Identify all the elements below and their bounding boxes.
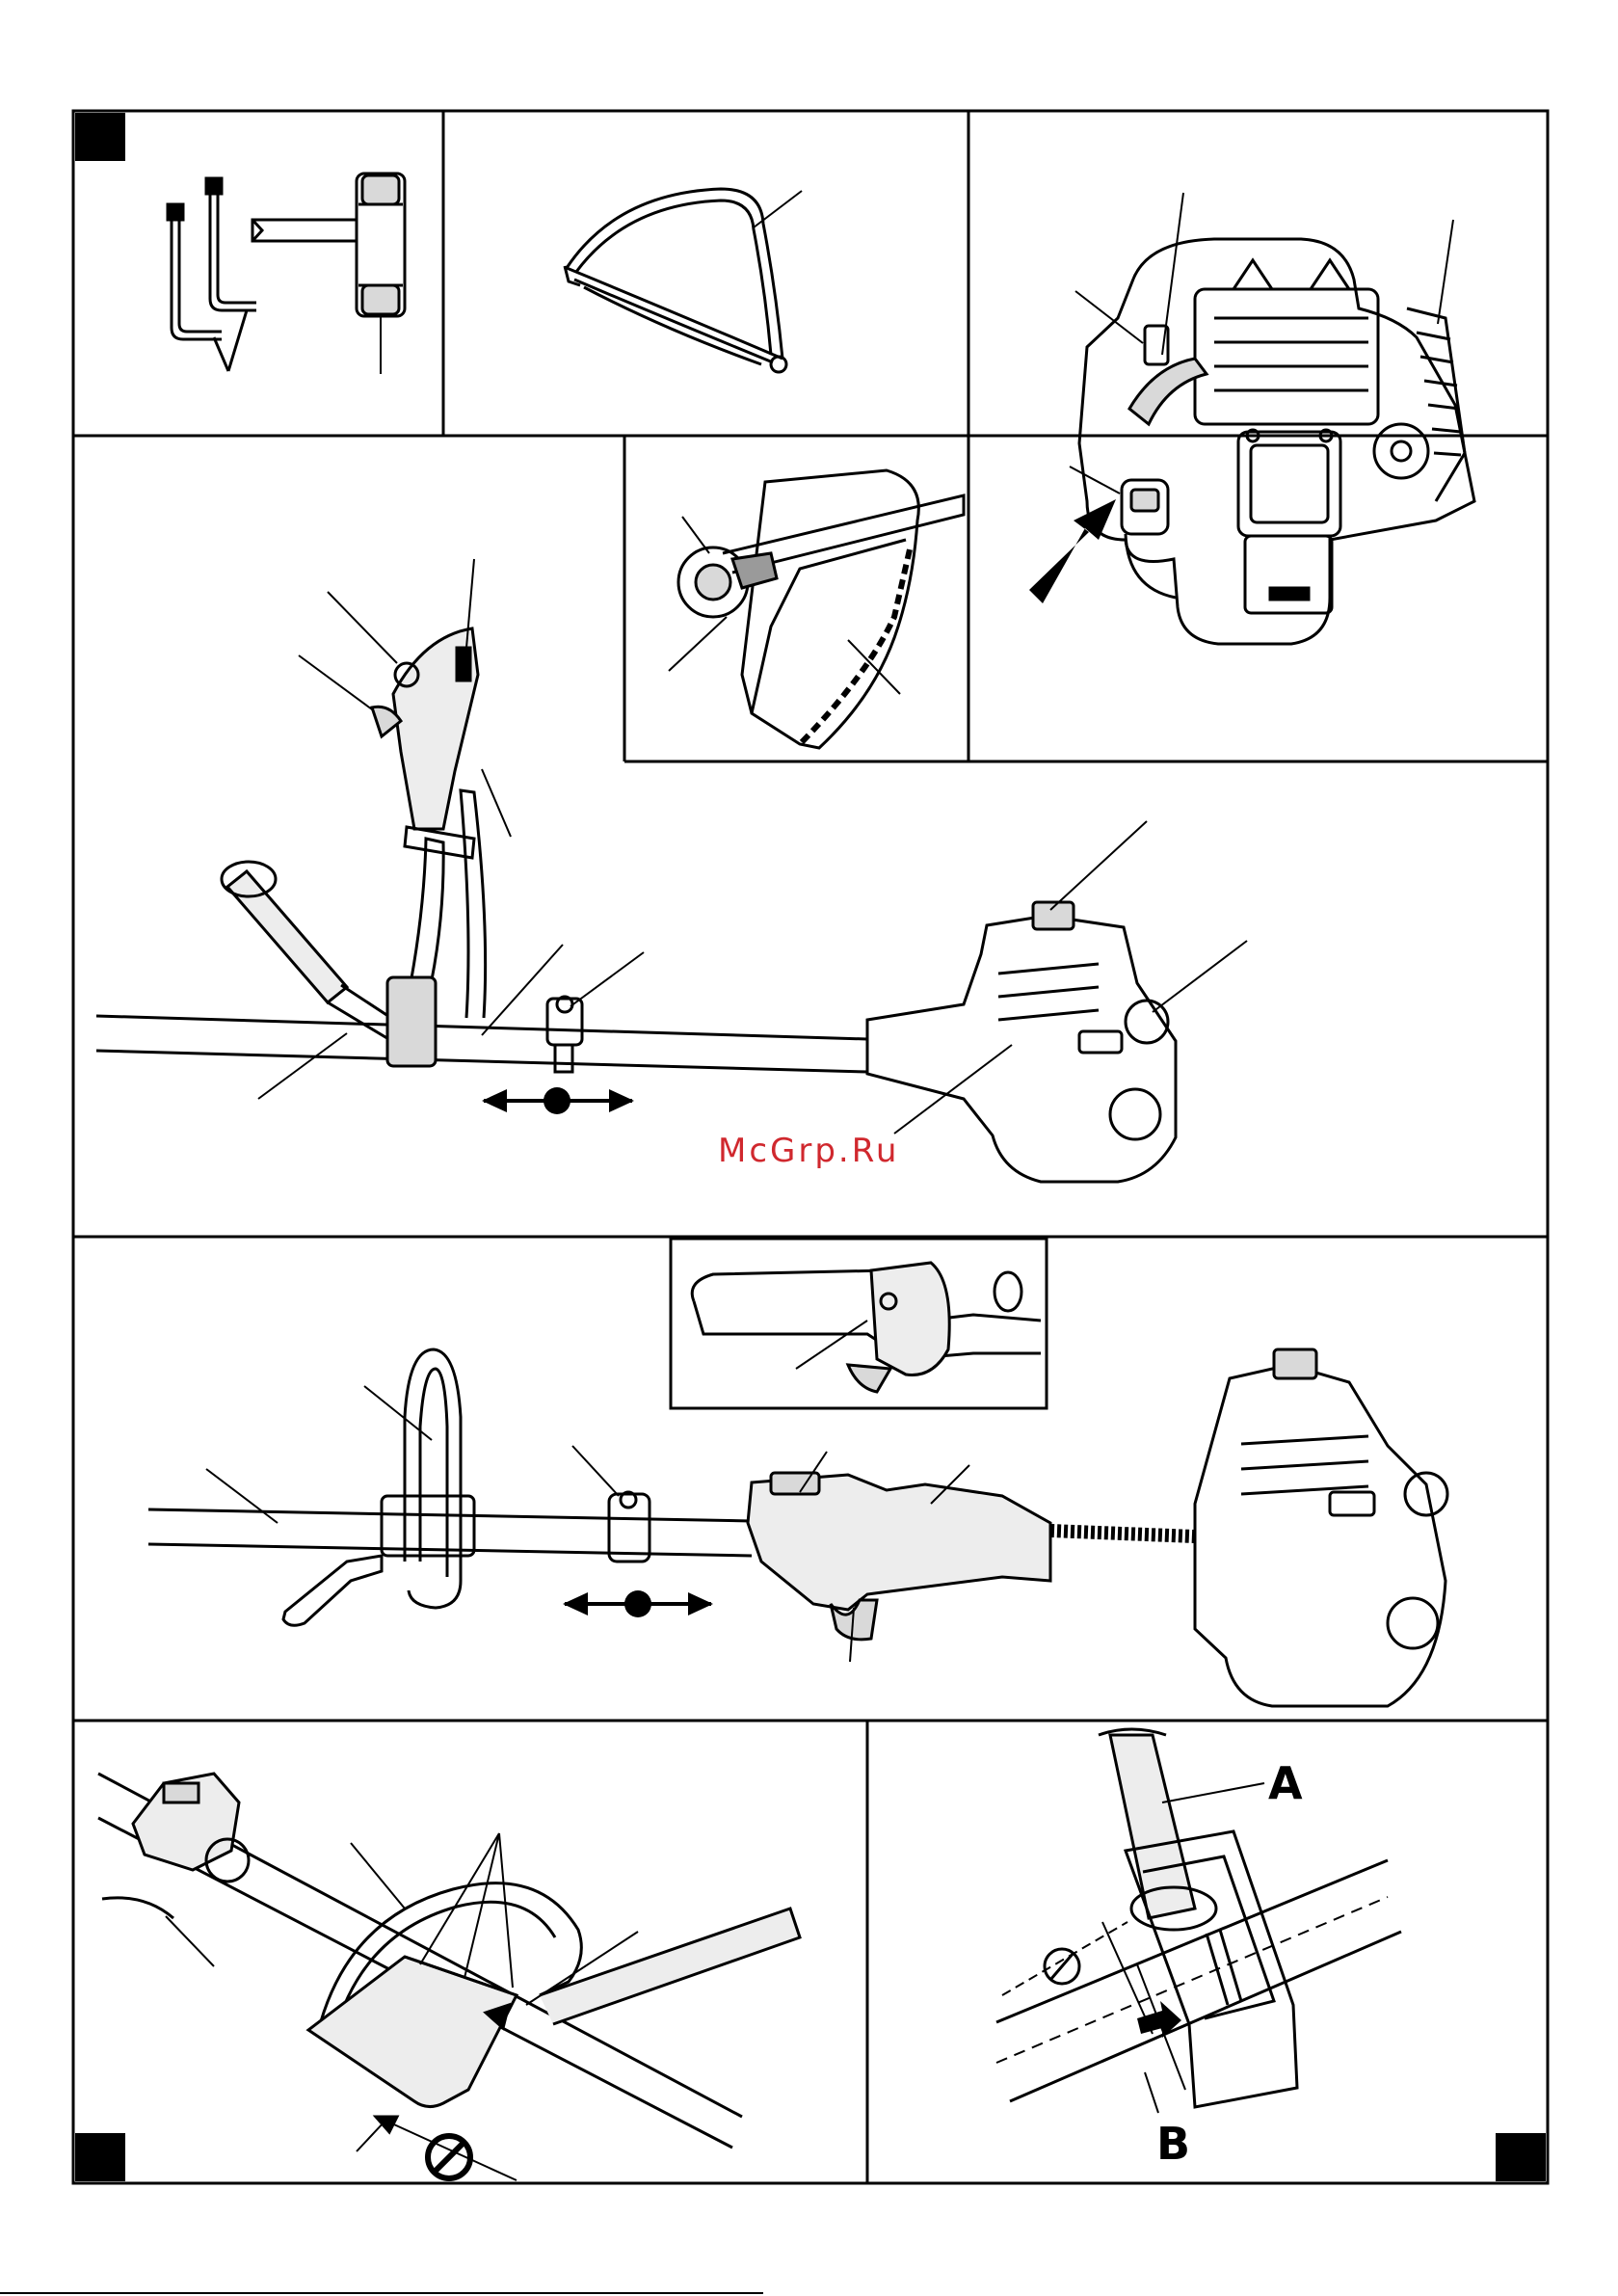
panel-shoulder-strap	[565, 189, 802, 372]
corner-marker-bottom-left	[75, 2133, 125, 2181]
panel-ab-detail	[996, 1729, 1401, 2113]
watermark: McGrp.Ru	[718, 1132, 899, 1170]
corner-marker-top-left	[75, 113, 125, 161]
label-b: B	[1156, 2118, 1190, 2170]
panel-handle-clamp	[98, 1774, 800, 2180]
bidirectional-arrow-icon	[482, 1087, 634, 1114]
arrow-icon	[1137, 2001, 1181, 2038]
corner-marker-bottom-right	[1496, 2133, 1546, 2181]
bidirectional-arrow-icon	[563, 1590, 713, 1617]
panel-engine-front	[1070, 193, 1474, 644]
panel-loop-handle	[148, 1239, 1447, 1706]
label-a: A	[1268, 1757, 1303, 1809]
panel-bike-handle	[96, 559, 1247, 1182]
arrow-icon	[1029, 499, 1116, 603]
panel-trimmer-head	[669, 470, 964, 748]
panel-tools	[168, 174, 405, 374]
